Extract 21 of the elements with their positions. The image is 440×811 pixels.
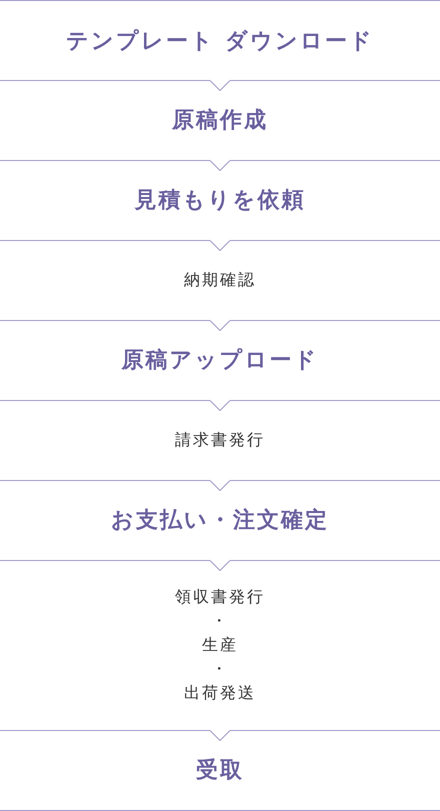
chevron-arrow: [210, 80, 230, 92]
step-label: 見積もりを依頼: [134, 187, 306, 215]
step-label: お支払い・注文確定: [111, 506, 329, 535]
step-label: ・: [211, 610, 229, 632]
chevron-arrow: [210, 160, 230, 172]
chevron-arrow: [210, 320, 230, 332]
chevron-arrow: [210, 730, 230, 742]
step-label: 納期確認: [184, 269, 256, 291]
step-label: 原稿アップロード: [122, 347, 318, 375]
chevron-arrow: [210, 480, 230, 492]
step-label: ・: [211, 658, 229, 680]
step-label: 受取: [196, 757, 244, 785]
step-label: 出荷発送: [184, 682, 256, 704]
chevron-arrow: [210, 560, 230, 572]
step-label: 領収書発行: [175, 586, 265, 608]
step-label: 生産: [202, 634, 238, 656]
chevron-arrow: [210, 400, 230, 412]
chevron-arrow: [210, 240, 230, 252]
step-label: 請求書発行: [175, 429, 265, 451]
step-label: 原稿作成: [172, 107, 268, 135]
step-label: テンプレート ダウンロード: [66, 28, 374, 56]
